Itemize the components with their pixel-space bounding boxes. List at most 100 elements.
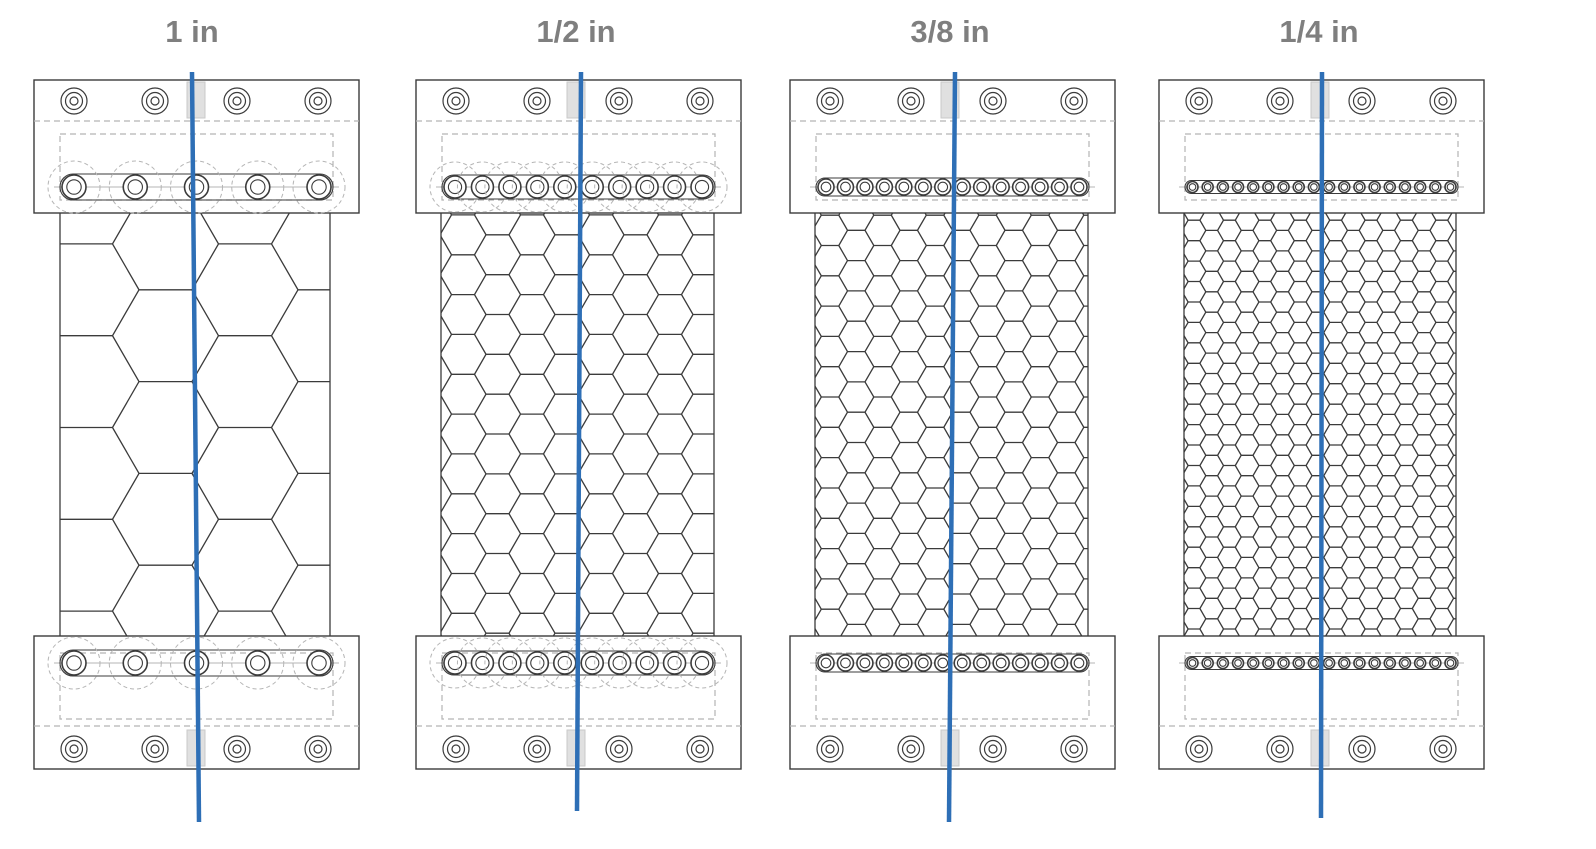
fastener-hole (292, 160, 346, 214)
fastener-hole (1246, 656, 1260, 670)
panel-label-three-eighths-in: 3/8 in (910, 14, 990, 49)
fastener-hole (292, 636, 346, 690)
bolt-icon (141, 735, 169, 763)
bolt-icon (1185, 735, 1213, 763)
fastener-hole (1186, 656, 1199, 670)
fastener-hole (933, 178, 952, 196)
bolt-icon (897, 735, 925, 763)
cut-line-4 (1318, 71, 1325, 819)
fastener-hole (676, 161, 728, 213)
fastener-hole (875, 654, 894, 672)
fastener-hole (1201, 656, 1214, 670)
fastener-hole (1322, 180, 1336, 194)
fastener-hole (1277, 656, 1290, 670)
fastener-hole (856, 178, 874, 196)
fastener-hole (1277, 180, 1290, 194)
cut-line-3 (946, 71, 958, 823)
fastener-hole (1307, 180, 1321, 194)
fastener-hole (1011, 654, 1030, 672)
bolt-icon (897, 87, 925, 115)
bolt-icon (141, 87, 169, 115)
fastener-hole (1353, 180, 1366, 194)
bolt-icon (979, 735, 1007, 763)
fastener-hole (1429, 656, 1442, 670)
fastener-hole (875, 178, 894, 196)
bolt-icon (442, 87, 470, 115)
honeycomb-mesh-3 (815, 213, 1088, 636)
fastener-hole (1246, 180, 1260, 194)
bolt-icon (1348, 735, 1376, 763)
fastener-hole (992, 654, 1010, 672)
fastener-hole (1398, 656, 1412, 670)
fastener-hole (1050, 654, 1069, 672)
bolt-icon (816, 87, 844, 115)
fastener-hole (972, 178, 991, 196)
fastener-hole (817, 178, 835, 196)
fastener-hole (914, 654, 933, 672)
fastener-hole (1383, 656, 1397, 670)
panel-label-1in: 1 in (165, 14, 219, 49)
honeycomb-mesh-4 (1184, 213, 1456, 636)
bolt-icon (60, 735, 88, 763)
fastener-hole (1031, 178, 1049, 196)
fastener-hole (108, 160, 162, 214)
bolt-icon (1266, 735, 1294, 763)
fastener-hole (1201, 180, 1214, 194)
fastener-hole (1031, 654, 1049, 672)
fastener-hole (1262, 656, 1275, 670)
bolt-icon (605, 735, 633, 763)
fastener-hole (817, 654, 835, 672)
bolt-icon (1429, 735, 1457, 763)
bolt-icon (1060, 735, 1088, 763)
fastener-hole (170, 160, 223, 214)
fastener-hole (895, 178, 913, 196)
fastener-hole (1186, 180, 1199, 194)
fastener-hole (1353, 656, 1366, 670)
fastener-hole (1307, 656, 1321, 670)
fastener-hole (1050, 178, 1069, 196)
bolt-icon (304, 87, 332, 115)
panel-label-quarter-in: 1/4 in (1279, 14, 1359, 49)
fastener-hole (1368, 656, 1381, 670)
fastener-hole (1429, 180, 1442, 194)
fastener-hole (836, 178, 855, 196)
bolt-icon (816, 735, 844, 763)
fastener-hole (1413, 656, 1427, 670)
fastener-hole (992, 178, 1010, 196)
fastener-hole (972, 654, 991, 672)
bolt-icon (60, 87, 88, 115)
fastener-hole (1292, 656, 1306, 670)
clamp-top-1 (33, 79, 360, 214)
fastener-hole (1262, 180, 1275, 194)
bolt-icon (1060, 87, 1088, 115)
fastener-hole (1322, 656, 1336, 670)
panel-label-half-in: 1/2 in (536, 14, 616, 49)
fastener-hole (1070, 178, 1088, 196)
fastener-hole (1216, 656, 1230, 670)
bolt-icon (1429, 87, 1457, 115)
bolt-icon (686, 735, 714, 763)
fastener-hole (47, 160, 101, 214)
fastener-hole (1011, 178, 1030, 196)
fastener-hole (1231, 180, 1245, 194)
fastener-hole (953, 178, 972, 196)
fastener-hole (1383, 180, 1397, 194)
fastener-hole (953, 654, 972, 672)
fastener-hole (231, 636, 285, 690)
bolt-icon (442, 735, 470, 763)
fastener-hole (1413, 180, 1427, 194)
fastener-hole (856, 654, 874, 672)
honeycomb-mesh-1 (60, 213, 330, 636)
fastener-hole (1398, 180, 1412, 194)
bolt-icon (523, 87, 551, 115)
bolt-icon (523, 735, 551, 763)
fastener-hole (108, 636, 162, 690)
fastener-hole (231, 160, 285, 214)
fastener-hole (676, 637, 728, 689)
bolt-icon (686, 87, 714, 115)
fastener-hole (1444, 656, 1457, 670)
fastener-hole (1444, 180, 1457, 194)
fastener-hole (1292, 180, 1306, 194)
fastener-hole (1368, 180, 1381, 194)
